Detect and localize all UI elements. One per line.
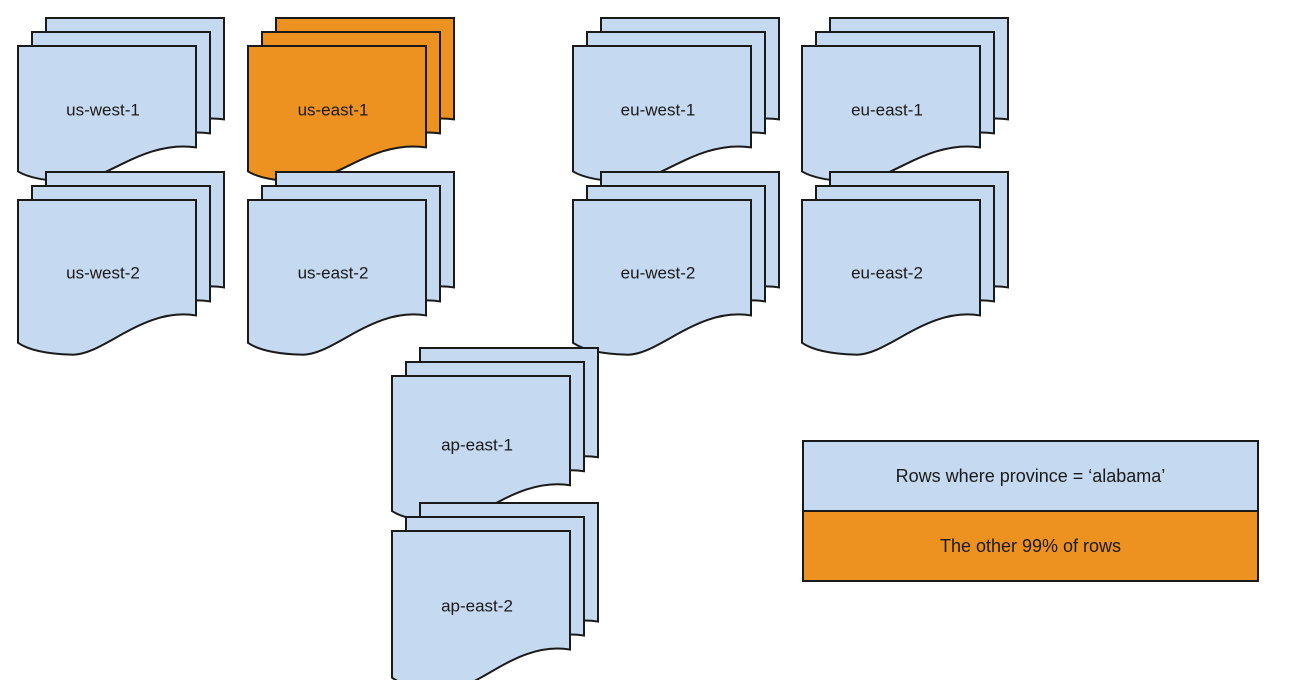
- region-stack-eu-east-2[interactable]: eu-east-2: [801, 171, 1009, 356]
- legend-group: Rows where province = ‘alabama’ The other…: [802, 440, 1259, 582]
- region-stack-label: us-east-1: [298, 100, 369, 119]
- legend-label-legend-blue: Rows where province = ‘alabama’: [896, 466, 1166, 486]
- region-stack-ap-east-1[interactable]: ap-east-1: [391, 347, 599, 524]
- region-stack-ap-east-2[interactable]: ap-east-2: [391, 502, 599, 680]
- region-stack-eu-west-1[interactable]: eu-west-1: [572, 17, 780, 183]
- region-stack-eu-west-2[interactable]: eu-west-2: [572, 171, 780, 356]
- region-stack-eu-east-1[interactable]: eu-east-1: [801, 17, 1009, 183]
- region-stack-label: us-west-2: [66, 263, 140, 282]
- region-stack-us-east-1[interactable]: us-east-1: [247, 17, 455, 183]
- region-stack-us-east-2[interactable]: us-east-2: [247, 171, 455, 356]
- region-stack-us-west-1[interactable]: us-west-1: [17, 17, 225, 183]
- region-stack-label: us-west-1: [66, 100, 140, 119]
- region-stacks-group: us-west-1 us-east-1 eu-west-1 eu-east-1 us-w…: [17, 17, 1009, 680]
- document-sheet-front: [801, 199, 981, 356]
- region-stack-label: us-east-2: [298, 263, 369, 282]
- region-stack-label: ap-east-1: [441, 435, 513, 454]
- region-stack-us-west-2[interactable]: us-west-2: [17, 171, 225, 356]
- legend-label-legend-orange: The other 99% of rows: [940, 536, 1121, 556]
- legend-swatch-orange: [802, 510, 1259, 582]
- document-sheet-front: [17, 199, 197, 356]
- document-sheet-front: [391, 530, 571, 680]
- region-stack-label: eu-east-1: [851, 100, 923, 119]
- region-stack-label: eu-east-2: [851, 263, 923, 282]
- document-sheet-front: [247, 199, 427, 356]
- region-stack-label: eu-west-1: [621, 100, 696, 119]
- legend-swatch-blue: [802, 440, 1259, 512]
- region-stack-label: ap-east-2: [441, 596, 513, 615]
- region-stack-label: eu-west-2: [621, 263, 696, 282]
